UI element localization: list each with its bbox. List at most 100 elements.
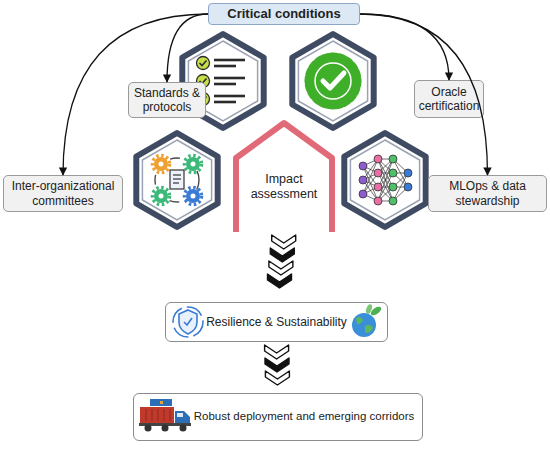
- net-neuron: [359, 190, 367, 198]
- neural-net-icon: [359, 155, 412, 205]
- impact-outline-path: [236, 123, 332, 232]
- net-neuron: [374, 197, 382, 205]
- outcome-box: Resilience & Sustainability: [165, 302, 388, 342]
- label-box: Inter-organizational committees: [3, 175, 123, 212]
- document-line: [173, 174, 181, 175]
- badge-disc: [308, 56, 358, 106]
- check-circle: [197, 57, 210, 70]
- net-neuron: [374, 169, 382, 177]
- chevron: [268, 274, 292, 288]
- list-line: [214, 77, 245, 80]
- chevron: [265, 371, 289, 385]
- node-label: Standards & protocols: [131, 86, 203, 115]
- gear-hole: [191, 194, 196, 199]
- container-rib: [152, 409, 153, 421]
- badge-scallop: [307, 55, 359, 107]
- leaf: [365, 303, 373, 314]
- shield: [179, 310, 197, 334]
- label-box: Oracle certification: [414, 80, 484, 118]
- container-rib: [164, 409, 165, 421]
- hexagon-frame: [136, 34, 425, 227]
- gear-teeth: [185, 188, 202, 205]
- container: [140, 407, 174, 423]
- shield-check: [184, 318, 192, 325]
- node-label: Impact assessment: [246, 172, 322, 202]
- document-line: [173, 178, 181, 179]
- container-rib: [170, 409, 171, 421]
- gear-hole: [159, 162, 164, 167]
- gear-teeth: [153, 188, 170, 205]
- net-neuron: [404, 183, 412, 191]
- container: [150, 399, 172, 406]
- truck-cab: [175, 411, 190, 423]
- hexagon-inner: [298, 41, 367, 121]
- net-neuron: [359, 162, 367, 170]
- chevron: [269, 261, 293, 275]
- edge-layer: [63, 14, 488, 385]
- connector-arrow: [63, 14, 208, 175]
- outcome-box: Robust deployment and emerging corridors: [133, 393, 423, 441]
- list-line: [214, 59, 245, 62]
- container-rib: [158, 409, 159, 421]
- truck-icon: [139, 399, 191, 432]
- chevron: [265, 358, 289, 372]
- badge-ring: [315, 63, 351, 99]
- node-label: MLOps & data stewardship: [432, 179, 543, 208]
- net-neuron: [359, 176, 367, 184]
- badge-check: [323, 73, 344, 88]
- node-label: Critical conditions: [227, 6, 340, 22]
- label-box: MLOps & data stewardship: [428, 175, 547, 212]
- gears-icon: [153, 156, 202, 205]
- connector-arrow: [360, 14, 488, 175]
- net-neuron: [374, 155, 382, 163]
- hexagon: [292, 34, 373, 128]
- net-link: [378, 159, 393, 201]
- chevron: [265, 345, 289, 359]
- globe-land: [356, 317, 363, 324]
- hexagon: [344, 133, 425, 227]
- cycle-ring: [173, 307, 203, 337]
- container-mark: [160, 401, 163, 404]
- wheel: [180, 425, 187, 432]
- net-link: [378, 159, 393, 201]
- truck-chassis: [139, 423, 191, 426]
- gear-teeth: [185, 156, 202, 173]
- globe-land: [365, 325, 373, 333]
- connector-arrow: [360, 14, 449, 80]
- gear-hole: [191, 162, 196, 167]
- shield-icon: [173, 307, 203, 337]
- net-neuron: [389, 155, 397, 163]
- node-label: Robust deployment and emerging corridors: [194, 410, 415, 424]
- connector-arrow: [167, 14, 208, 82]
- hexagon-inner: [142, 140, 211, 220]
- list-line: [214, 83, 236, 86]
- list-line: [214, 101, 236, 104]
- node-label: Resilience & Sustainability: [206, 315, 347, 329]
- chevron-connector: [268, 235, 296, 288]
- document-line: [173, 182, 179, 183]
- list-line: [214, 65, 236, 68]
- chevron: [270, 248, 294, 262]
- container-rib: [146, 409, 147, 421]
- label-box: Standards & protocols: [128, 82, 206, 118]
- hexagon: [136, 133, 217, 227]
- impact-shape: Impact assessment: [232, 120, 336, 232]
- wheel: [162, 425, 169, 432]
- globe: [352, 313, 376, 337]
- net-neuron: [404, 169, 412, 177]
- hexagon-inner: [350, 140, 419, 220]
- net-neuron: [374, 183, 382, 191]
- chevron-connector: [265, 345, 290, 385]
- list-line: [214, 95, 245, 98]
- net-neuron: [389, 197, 397, 205]
- condition-header: Critical conditions: [208, 3, 360, 25]
- gear-teeth: [153, 156, 170, 173]
- cycle-ring: [155, 158, 199, 202]
- truck-window: [177, 413, 183, 417]
- badge-icon: [307, 55, 359, 107]
- node-label: Oracle certification: [417, 85, 481, 114]
- net-neuron: [389, 183, 397, 191]
